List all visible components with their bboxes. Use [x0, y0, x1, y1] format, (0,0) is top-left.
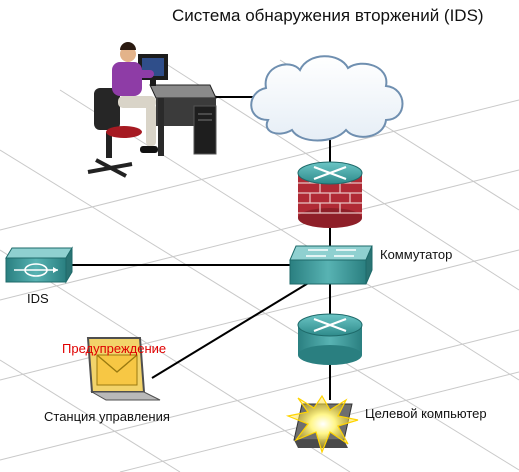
firewall-router-icon: [297, 161, 363, 228]
internet-cloud-icon: [250, 55, 404, 142]
ids-sensor-icon: [5, 246, 73, 284]
alert-label: Предупреждение: [62, 341, 167, 356]
switch-label: Коммутатор: [380, 247, 453, 262]
management-station-label: Станция управления: [44, 409, 170, 424]
switch-icon: [289, 245, 373, 285]
envelope-icon: [96, 354, 138, 386]
diagram-title: Система обнаружения вторжений (IDS): [172, 6, 484, 25]
link-switch-station: [151, 281, 311, 379]
administrator-workstation-icon: [87, 42, 217, 178]
router-icon: [297, 313, 363, 365]
target-computer-label: Целевой компьютер: [365, 406, 487, 421]
attack-burst-icon: [285, 394, 359, 454]
ids-label: IDS: [27, 291, 49, 306]
